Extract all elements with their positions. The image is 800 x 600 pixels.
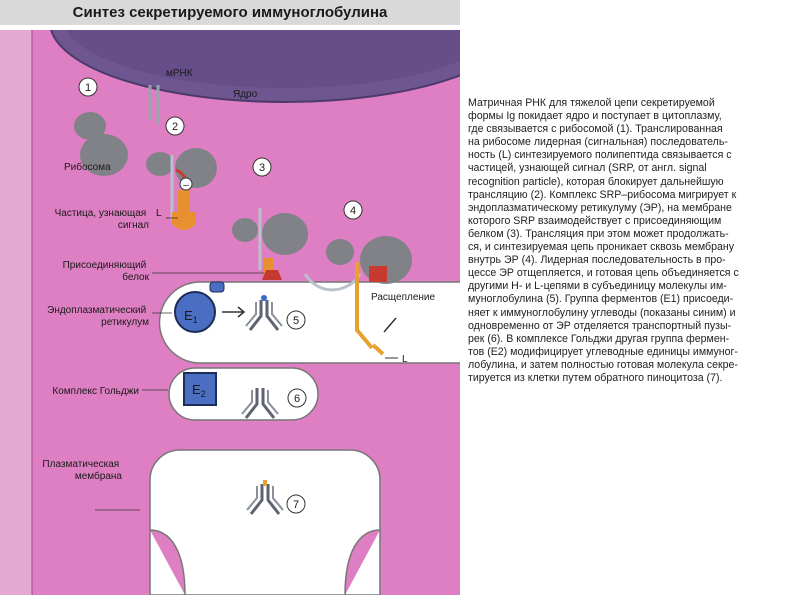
description-line: рек (6). В комплексе Гольджи другая груп…: [468, 332, 730, 345]
srp-label: Частица, узнающая сигнал: [55, 208, 150, 231]
er-label: Эндоплазматический ретикулум: [47, 305, 149, 328]
ribosome-label: Рибосома: [64, 161, 111, 173]
golgi-label: Комплекс Гольджи: [52, 386, 139, 397]
immunoglobulin-synthesis-diagram: – E1 E2 1: [0, 30, 460, 595]
e1-label: E1: [184, 308, 198, 325]
description-line: другими Н- и L-цепями в субъединицу моле…: [468, 280, 727, 293]
description-line: эндоплазматическому ретикулуму (ЭР), на …: [468, 201, 732, 214]
cleavage-arrow: [383, 317, 397, 333]
svg-text:4: 4: [350, 205, 356, 217]
srp-block-minus: –: [183, 180, 189, 191]
svg-text:5: 5: [293, 315, 299, 327]
nucleus-label: Ядро: [233, 89, 258, 100]
enzyme-e1: [174, 291, 216, 333]
cleaved-leader: [371, 343, 385, 356]
step-marker-5: 5: [286, 310, 306, 330]
transport-marker: [209, 281, 225, 293]
description-line: которого SRP взаимодействует с присоедин…: [468, 214, 722, 227]
description-line: ность (L) синтезируемого полипептида свя…: [468, 149, 732, 162]
description-line: внутрь ЭР (4). Лидерная последовательнос…: [468, 254, 726, 267]
svg-text:2: 2: [172, 121, 178, 133]
description-line: формы Ig покидает ядро и поступает в цит…: [468, 110, 722, 123]
leader-sequence-label: L: [156, 208, 162, 219]
mrna-label: мРНК: [166, 68, 193, 79]
description-line: муноглобулина (5). Группа ферментов (E1)…: [468, 293, 734, 306]
cleaved-leader-label: L: [402, 354, 408, 365]
exterior-bump-left: [149, 529, 186, 595]
nucleus: [50, 30, 460, 103]
description-line: одновременно от ЭР отделяется транспортн…: [468, 319, 732, 332]
description-line: тов (E2) модифицирует углеводные единицы…: [468, 345, 738, 358]
step-marker-3: 3: [252, 157, 272, 177]
description-line: белком (3). Трансляция при этом может пр…: [468, 227, 729, 240]
srp-step-2: [172, 190, 196, 230]
ig-subunit-step-5: [244, 295, 284, 332]
description-line: Матричная РНК для тяжелой цепи секретиру…: [468, 97, 715, 109]
e1-arrow: [222, 306, 246, 318]
exterior-bump-right: [344, 529, 381, 595]
diagram-title: Синтез секретируемого иммуноглобулина: [0, 0, 460, 25]
docking-protein-label: Присоединяющий белок: [63, 260, 150, 283]
exterior-space: [149, 449, 381, 595]
cell-left-edge: [0, 30, 32, 595]
description-line: где связывается с рибосомой (1). Трансли…: [468, 123, 723, 136]
e2-label: E2: [192, 382, 206, 399]
description-line: няет к иммуноглобулину углеводы (показан…: [468, 306, 736, 319]
endoplasmic-reticulum: [158, 281, 460, 364]
membrane-label: Плазматическая мембрана: [42, 459, 122, 482]
srp-block-marker: [179, 177, 193, 191]
svg-text:6: 6: [294, 393, 300, 405]
description-line: ся, и синтезируемая цепь проникает сквоз…: [468, 241, 735, 254]
svg-text:1: 1: [85, 82, 91, 94]
svg-text:3: 3: [259, 162, 265, 174]
ribosome-step-4: [303, 236, 412, 350]
step-marker-2: 2: [165, 116, 185, 136]
description-line: лобулина, и затем полностью готовая моле…: [468, 358, 738, 371]
step-marker-1: 1: [78, 77, 98, 97]
mrna-strand: [148, 85, 160, 124]
step-marker-6: 6: [287, 388, 307, 408]
ribosome-step-1: [74, 112, 128, 176]
svg-text:7: 7: [293, 499, 299, 511]
ig-molecule-step-7: [245, 480, 285, 516]
description-line: recognition particle), которая блокирует…: [468, 175, 724, 188]
description-line: частицей, узнающей сигнал (SRP, от англ.…: [468, 162, 707, 175]
enzyme-e2: [183, 372, 217, 406]
description-line: трансляцию (2). Комплекс SRP–рибосома ми…: [468, 188, 737, 201]
description-line: цессе ЭР отщепляется, и готовая цепь объ…: [468, 267, 739, 280]
cleavage-label: Расщепление: [371, 292, 435, 303]
ribosome-step-3: [232, 208, 308, 280]
step-marker-7: 7: [286, 494, 306, 514]
description-line: тируется из клетки путем обратного пиноц…: [468, 371, 723, 384]
description-line: на рибосоме лидерная (сигнальная) послед…: [468, 136, 728, 149]
step-marker-4: 4: [343, 200, 363, 220]
description-panel: Матричная РНК для тяжелой цепи секретиру…: [468, 97, 793, 385]
